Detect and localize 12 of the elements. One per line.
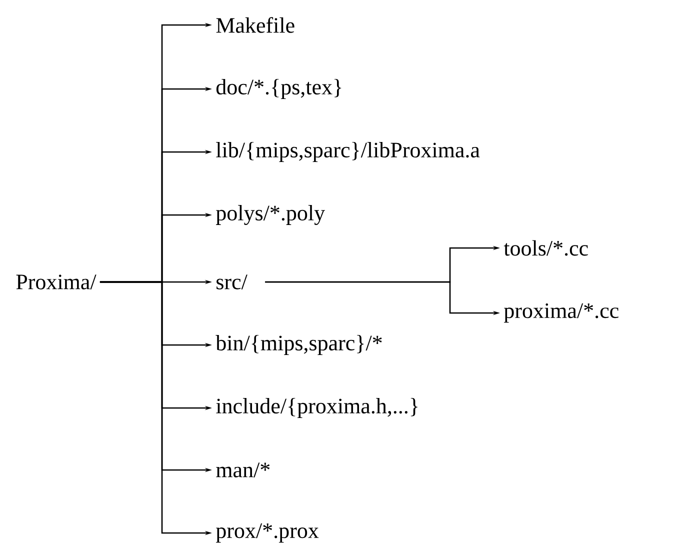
path-label: man/*: [216, 462, 270, 478]
path-label: include/{proxima.h,...}: [216, 398, 418, 418]
path-label: polys/*.poly: [216, 205, 325, 225]
path-label: Makefile: [216, 17, 294, 33]
path-label: Proxima/: [16, 274, 96, 290]
path-label: prox/*.prox: [216, 523, 319, 543]
path-label: proxima/*.cc: [504, 303, 618, 323]
path-label: bin/{mips,sparc}/*: [216, 335, 382, 355]
path-label: lib/{mips,sparc}/libProxima.a: [216, 142, 480, 162]
path-label: doc/*.{ps,tex}: [216, 79, 342, 99]
path-label: src/: [216, 274, 248, 290]
path-label: tools/*.cc: [504, 240, 588, 256]
